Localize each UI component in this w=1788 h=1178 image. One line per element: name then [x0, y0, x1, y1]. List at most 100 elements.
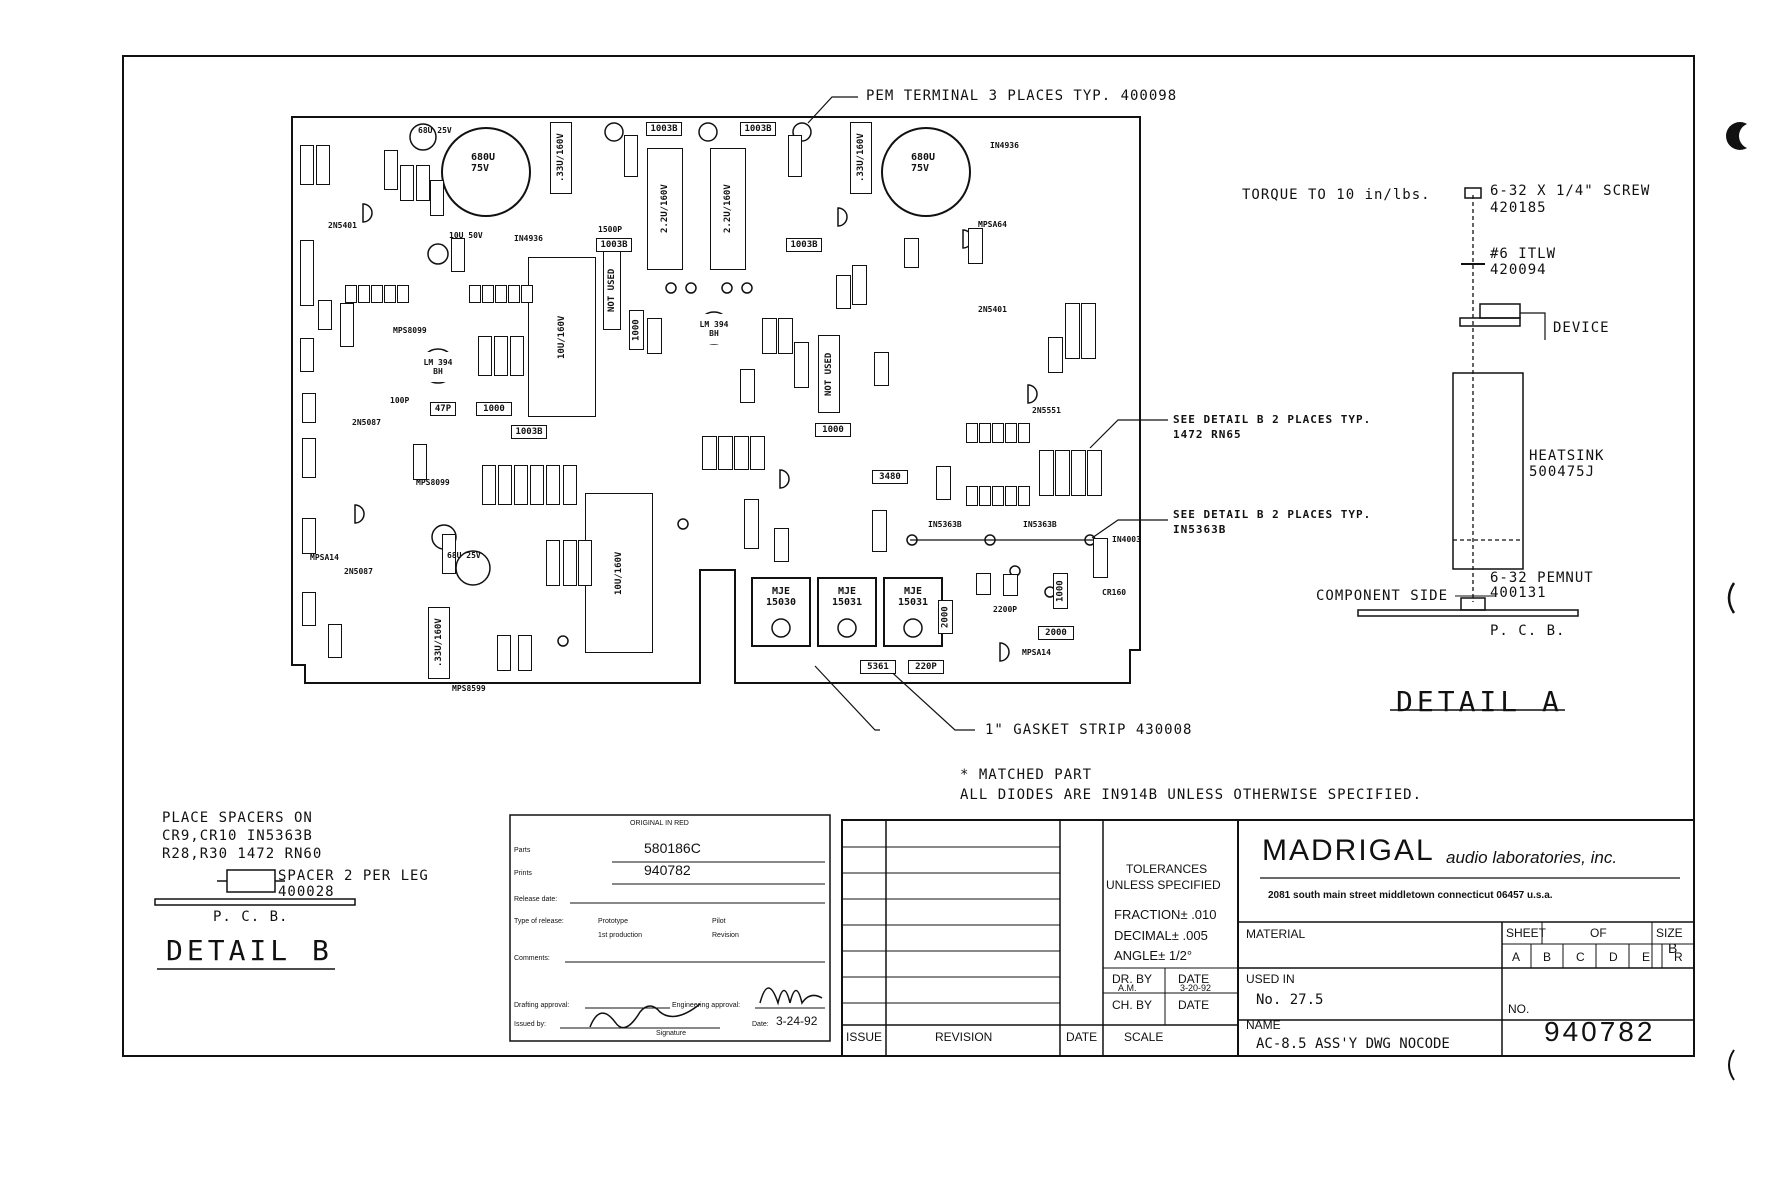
pcb-label-a: P. C. B.: [1490, 623, 1566, 639]
tb-company: MADRIGAL: [1262, 834, 1435, 867]
label-in5363b-b: IN5363B: [1023, 520, 1057, 529]
resistor-1003b-a: 1003B: [646, 122, 682, 136]
heatsink-label: HEATSINK: [1529, 448, 1605, 464]
label-mpsa14-b: MPSA14: [1022, 648, 1051, 657]
tb-no-value: 940782: [1544, 1016, 1656, 1047]
resistor-1003b-d: 1003B: [786, 238, 822, 252]
mje-15030: MJE 15030: [758, 583, 804, 611]
cap-2u-b: 2.2U/160V: [710, 148, 746, 270]
stamp-release-date: Release date:: [514, 896, 558, 903]
stamp-prints-value: 940782: [644, 862, 691, 878]
tb-rev-a: A: [1512, 950, 1521, 964]
label-in4003: IN4003: [1112, 535, 1141, 544]
tb-rev-r: R: [1674, 950, 1683, 964]
resistor-1000: 1000: [476, 402, 512, 416]
detail-b-note-2: CR9,CR10 IN5363B: [162, 828, 313, 844]
label-2n5551: 2N5551: [1032, 406, 1061, 415]
see-detail-b-1-part: 1472 RN65: [1173, 428, 1242, 441]
spacer-callout: SPACER 2 PER LEG: [278, 868, 429, 884]
cap-47p: 47P: [430, 402, 456, 416]
screw-callout: 6-32 X 1/4" SCREW: [1490, 183, 1651, 199]
see-detail-b-2: SEE DETAIL B 2 PLACES TYP.: [1173, 508, 1372, 521]
tb-ch-by: CH. BY: [1112, 998, 1153, 1012]
label-2200p: 2200P: [993, 605, 1018, 614]
tb-angle: ANGLE± 1/2°: [1114, 948, 1193, 963]
tb-address: 2081 south main street middletown connec…: [1268, 890, 1553, 901]
engineer-signature-mark: [759, 987, 823, 1006]
label-100p: 100P: [390, 396, 410, 405]
tb-fraction: FRACTION± .010: [1114, 907, 1217, 922]
detail-a-title: DETAIL A: [1396, 685, 1563, 718]
big-cap-left: [441, 127, 531, 217]
label-cr160: CR160: [1102, 588, 1127, 597]
pem-terminal-callout: PEM TERMINAL 3 PLACES TYP. 400098: [866, 88, 1178, 104]
pemnut-part: 400131: [1490, 585, 1547, 601]
detail-b-note-3: R28,R30 1472 RN60: [162, 846, 323, 862]
stamp-first-production: 1st production: [598, 932, 642, 939]
tb-material: MATERIAL: [1246, 927, 1306, 941]
cap-2u-a: 2.2U/160V: [647, 148, 683, 270]
cap-220p: 220P: [908, 660, 944, 674]
cap-33u-a: .33U/160V: [550, 122, 572, 194]
lm394-b: LM 394 BH: [696, 314, 732, 344]
stamp-type-release: Type of release:: [514, 918, 564, 925]
tb-sheet: SHEET: [1506, 926, 1547, 940]
tb-rev-e: E: [1642, 950, 1651, 964]
resistor-1003b-b: 1003B: [740, 122, 776, 136]
see-detail-b-1: SEE DETAIL B 2 PLACES TYP.: [1173, 413, 1372, 426]
pcb-outline: [291, 116, 1141, 684]
tb-name-value: AC-8.5 ASS'Y DWG NOCODE: [1256, 1036, 1450, 1052]
tb-rev-d: D: [1609, 950, 1618, 964]
tb-rev-b: B: [1543, 950, 1552, 964]
label-in4936: IN4936: [514, 234, 543, 243]
matched-part-note: * MATCHED PART: [960, 767, 1093, 783]
tb-dr-by: DR. BY: [1112, 972, 1153, 986]
diodes-note: ALL DIODES ARE IN914B UNLESS OTHERWISE S…: [960, 787, 1423, 803]
stamp-signature: Signature: [656, 1030, 686, 1037]
tb-scale: SCALE: [1124, 1030, 1164, 1044]
tb-dr-date: DATE: [1178, 972, 1210, 986]
tb-dr-date-value: 3-20-92: [1180, 983, 1212, 993]
big-cap-right: [881, 127, 971, 217]
stamp-date-value: 3-24-92: [776, 1014, 818, 1028]
tb-date: DATE: [1066, 1030, 1098, 1044]
not-used-b: NOT USED: [818, 335, 840, 413]
tb-ch-date: DATE: [1178, 998, 1210, 1012]
tb-decimal: DECIMAL± .005: [1114, 928, 1208, 943]
stamp-issued-by: Issued by:: [514, 1021, 546, 1028]
resistor-1003b-e: 1003B: [511, 425, 547, 439]
lm394-a: LM 394 BH: [420, 352, 456, 382]
label-68u: 68U 25V: [447, 551, 481, 560]
label-10u: 10U 50V: [449, 231, 483, 240]
cap-10u-a: 10U/160V: [528, 257, 596, 417]
tb-of: OF: [1590, 926, 1607, 940]
resistor-5361: 5361: [860, 660, 896, 674]
cap-10u-b: 10U/160V: [585, 493, 653, 653]
torque-note: TORQUE TO 10 in/lbs.: [1242, 187, 1431, 203]
stamp-revision: Revision: [712, 932, 739, 939]
tb-used-in-value: No. 27.5: [1256, 992, 1324, 1008]
tb-size-value: B: [1668, 940, 1678, 956]
cap-33u-b: .33U/160V: [850, 122, 872, 194]
screw-part: 420185: [1490, 200, 1547, 216]
resistor-1000-b: 1000: [629, 310, 644, 350]
big-cap-right-label: 680U 75V: [911, 152, 951, 174]
detail-b-note-1: PLACE SPACERS ON: [162, 810, 313, 826]
stamp-original: ORIGINAL IN RED: [630, 820, 689, 827]
resistor-1000-d: 1000: [1053, 573, 1068, 609]
tb-unless: UNLESS SPECIFIED: [1106, 878, 1221, 892]
see-detail-b-2-part: IN5363B: [1173, 523, 1227, 536]
label-2n5087-b: 2N5087: [344, 567, 373, 576]
big-cap-left-label: 680U 75V: [471, 152, 511, 174]
tb-revision: REVISION: [935, 1030, 993, 1044]
washer-part: 420094: [1490, 262, 1547, 278]
stamp-drafting: Drafting approval:: [514, 1002, 570, 1009]
tb-no: NO.: [1508, 1002, 1530, 1016]
label-2n5087: 2N5087: [352, 418, 381, 427]
detail-b-title: DETAIL B: [166, 934, 333, 967]
stamp-prototype: Prototype: [598, 918, 628, 925]
tb-used-in: USED IN: [1246, 972, 1295, 986]
pemnut-callout: 6-32 PEMNUT: [1490, 570, 1594, 586]
resistor-3480: 3480: [872, 470, 908, 484]
